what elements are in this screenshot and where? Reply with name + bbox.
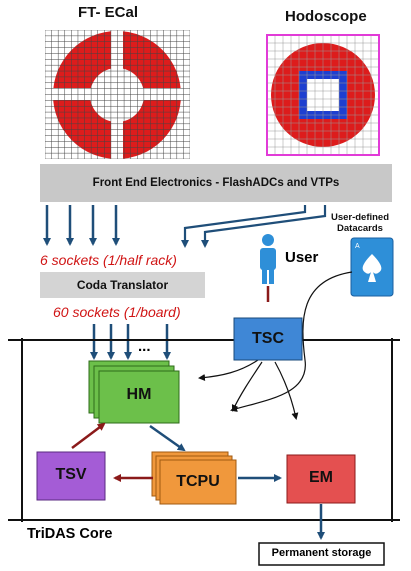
tsv-to-hm-arrow [71,422,106,449]
front-end-label: Front End Electronics - FlashADCs and VT… [92,177,340,189]
datacards-label: User-defined Datacards [325,212,395,234]
datacards-line2: Datacards [337,223,383,234]
em-box[interactable] [286,454,356,504]
em-label: EM [309,469,333,486]
user-label: User [285,249,319,266]
permanent-storage-label: Permanent storage [271,547,372,559]
hodoscope-title: Hodoscope [285,8,367,25]
tcpu-label: TCPU [176,473,220,490]
tsc-control-arrows [198,359,299,420]
fe-to-coda-arrows [43,205,120,246]
datacards-line1: User-defined [330,212,390,223]
coda-translator-box: Coda Translator [40,272,205,298]
hm-stack [88,360,180,424]
ecal-calorimeter-graphic [45,30,190,159]
tsc-label: TSC [252,330,284,347]
sockets-board-label: 60 sockets (1/board) [53,304,181,320]
sockets-rack-label: 6 sockets (1/half rack) [40,252,177,268]
tsv-label: TSV [55,466,87,483]
user-figure-icon [260,234,276,284]
fe-to-coda-bent-arrows [181,205,327,248]
tcpu-stack [151,451,237,505]
card-corner-letter: A [355,243,360,250]
hm-to-tcpu-arrow [149,424,186,452]
tsc-box[interactable] [233,317,303,361]
ecal-title: FT- ECal [78,4,139,21]
datacards-card-icon [350,237,394,297]
hm-label: HM [126,386,152,403]
hodoscope-graphic [266,34,380,156]
datacards-to-core-curve [230,271,353,412]
tsv-box[interactable] [36,451,106,501]
permanent-storage-box [258,542,385,566]
tridas-core-label: TriDAS Core [27,526,113,542]
tridas-core-boundary [8,338,400,522]
front-end-electronics-banner: Front End Electronics - FlashADCs and VT… [40,164,392,202]
ellipsis-label: ... [138,338,151,355]
coda-translator-label: Coda Translator [76,278,169,292]
